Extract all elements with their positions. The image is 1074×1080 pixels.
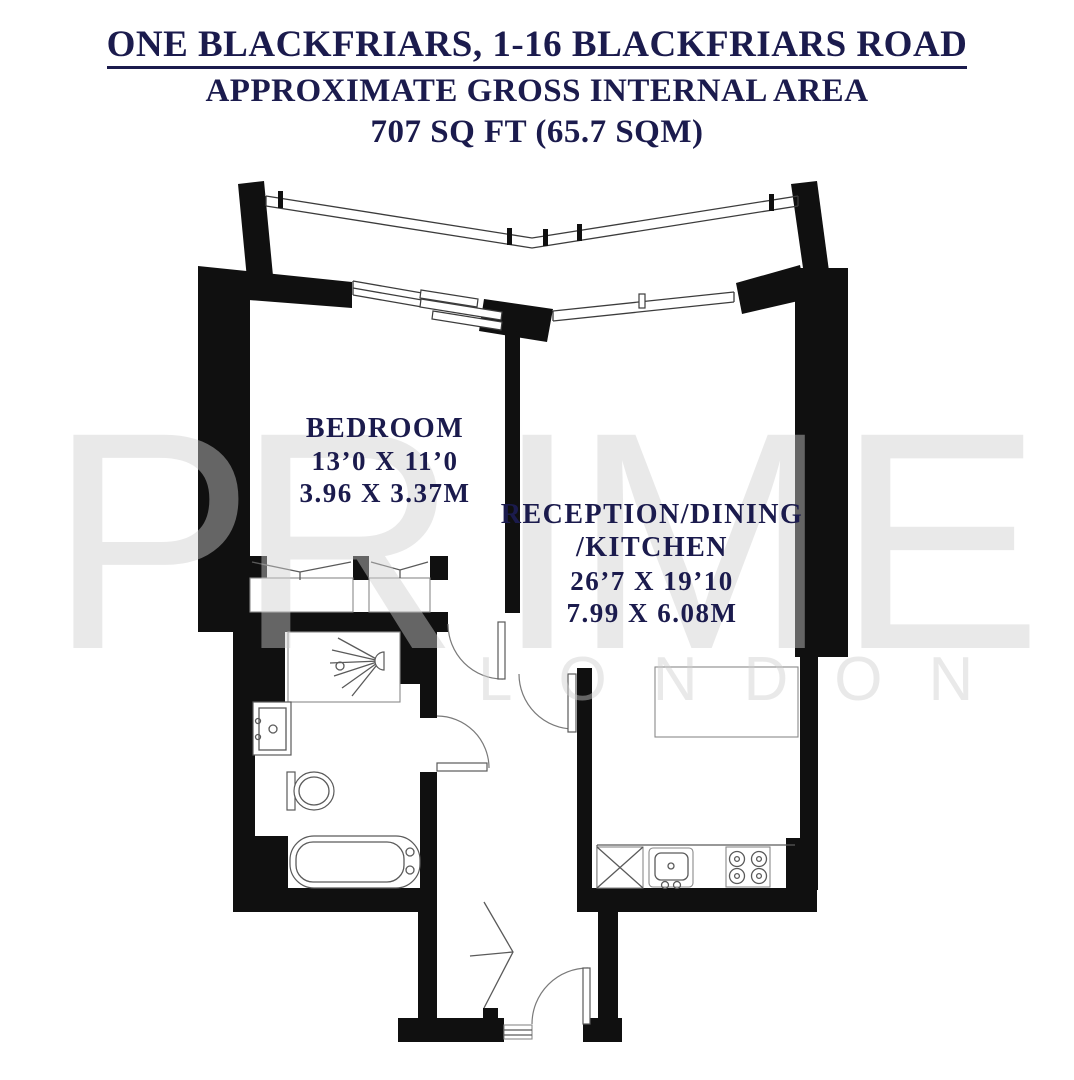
kitchen-bottom-wall: [577, 888, 817, 912]
hall-kitchen-wall: [577, 668, 592, 912]
watermark-letter-r: R: [236, 367, 460, 714]
right-wall-lower: [800, 657, 818, 890]
title-line3: 707 SQ FT (65.7 SQM): [370, 114, 704, 151]
bedroom-reception-divider: [505, 330, 520, 613]
kitchen: [596, 666, 799, 890]
right-wall-step: [786, 838, 818, 890]
bathroom: [252, 631, 421, 889]
balcony-sliding-door: [419, 289, 503, 331]
watermark-city: LONDON: [478, 645, 1019, 714]
balcony-post-left: [238, 181, 275, 300]
basin-icon: [252, 701, 292, 756]
bedroom-bottom-wall: [198, 612, 448, 632]
bedroom-window: [352, 280, 423, 308]
left-wall: [198, 290, 250, 630]
bathroom-door: [436, 715, 490, 772]
bathroom-wall-left-upper: [233, 630, 285, 702]
title-line1: ONE BLACKFRIARS, 1-16 BLACKFRIARS ROAD: [106, 24, 968, 70]
closet-back-wall: [418, 912, 437, 1020]
sink-icon: [648, 847, 694, 890]
windows: [352, 280, 735, 331]
reception-label: RECEPTION/DINING /KITCHEN 26’7 X 19’10 7…: [501, 499, 803, 628]
bathroom-wall-right-b: [420, 772, 437, 888]
center-post: [479, 299, 553, 342]
toilet-icon: [286, 771, 335, 811]
bathroom-wall-right-a: [420, 684, 437, 718]
bathroom-bottom-wall: [233, 888, 437, 912]
bedroom-dims-metric: 3.96 X 3.37M: [300, 478, 471, 508]
right-wall: [795, 268, 848, 657]
wardrobe-rail-icon: [251, 561, 429, 580]
reception-door: [518, 673, 577, 733]
closet-bifold-icon: [469, 901, 514, 1009]
reception-name-line2: /KITCHEN: [575, 532, 728, 563]
entrance-door: [503, 967, 591, 1040]
bedroom-dims-imperial: 13’0 X 11’0: [312, 446, 459, 476]
balcony-railing: [265, 191, 799, 249]
bedroom-door: [447, 621, 506, 680]
dining-table: [654, 666, 799, 738]
title-line2: APPROXIMATE GROSS INTERNAL AREA: [205, 73, 869, 110]
watermark-letter-m: M: [572, 367, 830, 714]
bedroom-name: BEDROOM: [306, 413, 464, 444]
bathroom-wall-left: [233, 702, 255, 836]
watermark-letter-p: P: [48, 367, 255, 714]
reception-window: [552, 291, 735, 322]
page-title: ONE BLACKFRIARS, 1-16 BLACKFRIARS ROAD: [0, 24, 1074, 70]
watermark: P R I M E LONDON: [48, 367, 1043, 714]
reception-dims-imperial: 26’7 X 19’10: [570, 566, 733, 596]
bathroom-wall-right-top: [400, 630, 437, 684]
hall-bottom-wall: [398, 1018, 504, 1042]
shower-icon: [287, 631, 401, 703]
bedroom-label: BEDROOM 13’0 X 11’0 3.96 X 3.37M: [300, 413, 471, 508]
title-block: ONE BLACKFRIARS, 1-16 BLACKFRIARS ROAD A…: [0, 24, 1074, 151]
reception-dims-metric: 7.99 X 6.08M: [567, 598, 738, 628]
wardrobe-jamb-right: [430, 556, 448, 580]
closet-jamb: [483, 1008, 498, 1020]
dishwasher-icon: [596, 846, 644, 889]
hob-icon: [725, 846, 771, 888]
walls: [198, 265, 848, 1042]
reception-name-line1: RECEPTION/DINING: [501, 499, 803, 530]
doors: [436, 621, 591, 1040]
room-labels: BEDROOM 13’0 X 11’0 3.96 X 3.37M RECEPTI…: [300, 413, 803, 628]
reception-top-corner: [736, 265, 807, 314]
balcony-post-right: [791, 181, 831, 289]
watermark-letter-i: I: [494, 367, 580, 714]
watermark-letter-e: E: [836, 367, 1043, 714]
wardrobe: [249, 561, 431, 613]
wardrobe-jamb-mid: [353, 556, 369, 580]
bathtub-icon: [289, 835, 421, 889]
balcony: [238, 181, 831, 300]
lower-right-wall: [598, 912, 618, 1018]
